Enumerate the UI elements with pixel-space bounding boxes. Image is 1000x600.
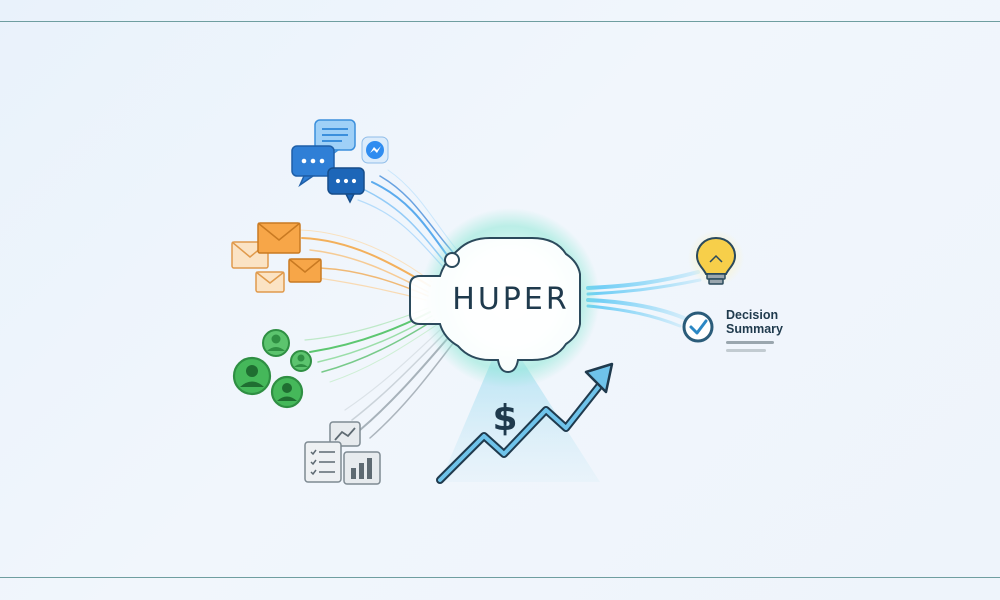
brand-logo-text: HUPER (452, 282, 570, 317)
chat-bubble-icon (291, 145, 335, 188)
person-icon (262, 329, 290, 357)
checklist-icon (304, 441, 342, 483)
chat-cluster (291, 119, 389, 204)
line-chart-icon (329, 421, 361, 447)
bar-chart-icon (343, 451, 381, 485)
bottom-border-line (0, 577, 1000, 578)
email-cluster (231, 222, 322, 293)
summary-line (726, 341, 774, 344)
decision-summary-line1: Decision (726, 308, 779, 322)
hub-beam (440, 360, 600, 482)
decision-summary-label: Decision Summary (726, 308, 806, 336)
messenger-icon (361, 136, 389, 164)
decision-summary-line2: Summary (726, 322, 783, 336)
envelope-icon (255, 271, 285, 293)
person-icon (270, 375, 304, 409)
top-border-line (0, 21, 1000, 22)
checkmark-circle-icon (682, 311, 714, 343)
chat-bubble-icon (327, 167, 365, 204)
envelope-icon (257, 222, 301, 254)
person-icon (290, 350, 312, 372)
reports-cluster (304, 421, 381, 485)
dollar-icon: $ (492, 398, 517, 439)
people-cluster (232, 329, 312, 409)
summary-line (726, 349, 766, 352)
person-icon (232, 356, 272, 396)
growth-graphic: $ (436, 362, 614, 484)
lightbulb-icon (688, 230, 744, 286)
hub (409, 208, 600, 388)
output-streams (586, 270, 702, 328)
envelope-icon (288, 258, 322, 283)
